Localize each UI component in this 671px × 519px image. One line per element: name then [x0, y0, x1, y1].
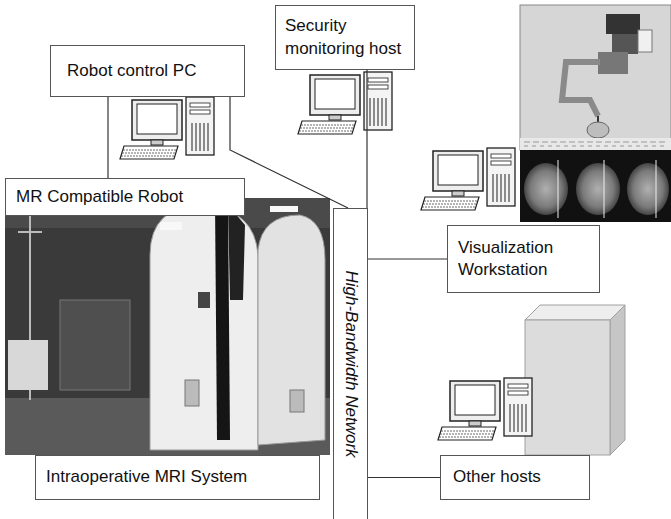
network-label: High-Bandwidth Network	[339, 270, 361, 457]
label-box: Visualization Workstation	[447, 225, 600, 293]
computer-icon	[298, 72, 392, 134]
computer-icon	[438, 378, 532, 440]
box-label: Intraoperative MRI System	[46, 466, 247, 488]
label-box: Other hosts	[440, 455, 590, 500]
network-link	[368, 477, 440, 478]
box-label: MR Compatible Robot	[16, 186, 183, 208]
network-link	[366, 70, 367, 208]
label-box: Security monitoring host	[275, 5, 415, 70]
network-link	[107, 97, 108, 178]
server-cube	[525, 305, 625, 455]
label-box: Intraoperative MRI System	[35, 455, 320, 500]
label-box: MR Compatible Robot	[5, 178, 245, 216]
mri-photo	[5, 198, 330, 455]
label-box: Robot control PC	[50, 45, 245, 97]
box-label: Other hosts	[453, 466, 541, 488]
network-band: High-Bandwidth Network	[333, 208, 368, 519]
box-label: Security monitoring host	[285, 15, 405, 59]
computer-icon	[120, 97, 214, 159]
box-label: Robot control PC	[67, 60, 196, 82]
visualization-screen	[520, 5, 671, 222]
computer-icon	[421, 148, 515, 210]
network-link	[368, 258, 447, 259]
network-link	[230, 97, 348, 208]
box-label: Visualization Workstation	[458, 237, 589, 281]
